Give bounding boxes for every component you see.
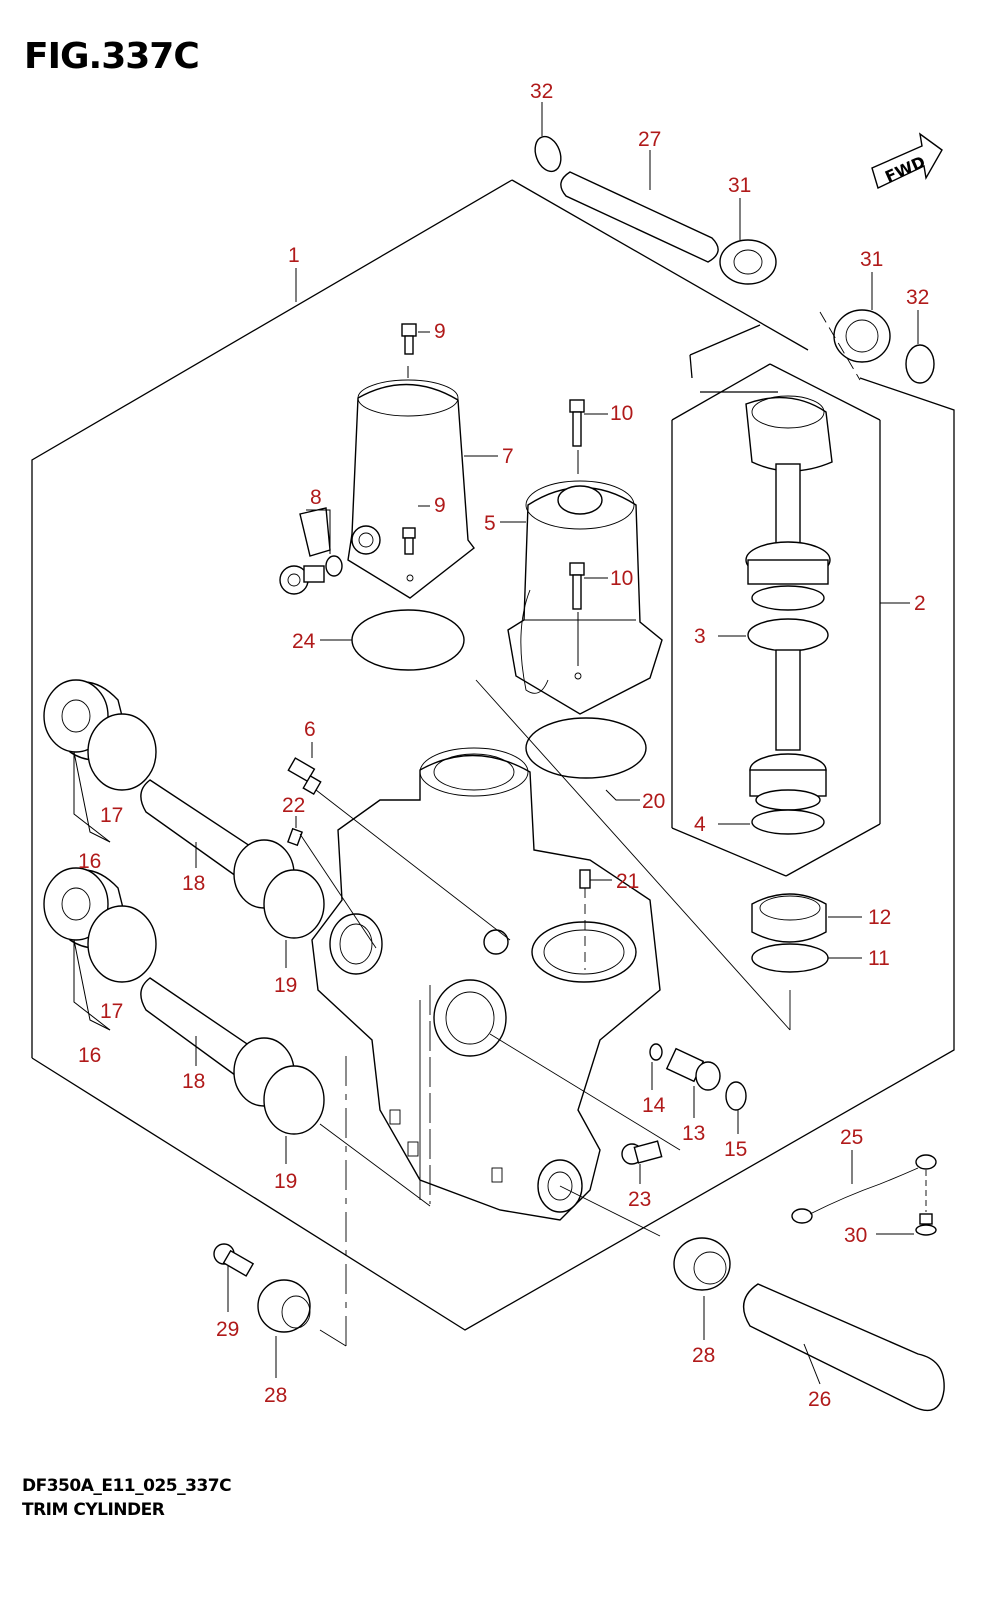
callout-22: 22 <box>282 794 305 817</box>
callout-28-left: 28 <box>264 1384 287 1407</box>
callout-19-lower: 19 <box>274 1170 297 1193</box>
circlip-15 <box>725 1081 747 1111</box>
callout-23: 23 <box>628 1188 651 1211</box>
o-ring-17-upper <box>87 713 157 791</box>
valve-6 <box>287 757 322 796</box>
bushing-28-left <box>257 1279 311 1333</box>
seal-12 <box>751 893 827 943</box>
pin-27 <box>560 171 719 263</box>
callout-8: 8 <box>310 486 322 509</box>
callout-6: 6 <box>304 718 316 741</box>
circlip-32-right <box>905 344 935 384</box>
o-ring-11 <box>751 943 829 973</box>
callout-25: 25 <box>840 1126 863 1149</box>
callout-labels: 1 2 3 4 5 6 7 8 9 9 10 10 11 12 13 14 15… <box>78 80 929 1411</box>
callout-32-right: 32 <box>906 286 929 309</box>
trim-rod-2 <box>671 363 881 877</box>
callout-10-top: 10 <box>610 402 633 425</box>
callout-1: 1 <box>288 244 300 267</box>
o-ring-17-lower <box>87 905 157 983</box>
o-ring-19-lower <box>263 1065 325 1135</box>
callout-21: 21 <box>616 870 639 893</box>
callout-17-lower: 17 <box>100 1000 123 1023</box>
valve-23 <box>621 1140 663 1165</box>
o-ring-4 <box>751 809 825 835</box>
ground-lead-25 <box>791 1154 937 1224</box>
o-ring-20 <box>525 717 647 779</box>
bolt-10-mid <box>569 562 585 610</box>
callout-31-upper: 31 <box>728 174 751 197</box>
callout-16-upper: 16 <box>78 850 101 873</box>
callout-18-lower: 18 <box>182 1070 205 1093</box>
bolt-9-mid <box>402 527 416 555</box>
pin-26 <box>742 1283 945 1412</box>
callout-20: 20 <box>642 790 665 813</box>
leader-lines <box>73 102 919 1385</box>
callout-30: 30 <box>844 1224 867 1247</box>
fwd-arrow-icon: FWD <box>871 132 943 189</box>
callout-7: 7 <box>502 445 514 468</box>
callout-31-right: 31 <box>860 248 883 271</box>
callout-9-mid: 9 <box>434 494 446 517</box>
pin-22 <box>287 827 303 847</box>
callout-2: 2 <box>914 592 926 615</box>
callout-11: 11 <box>868 947 890 970</box>
callout-28-right: 28 <box>692 1344 715 1367</box>
callout-24: 24 <box>292 630 316 653</box>
callout-32-left: 32 <box>530 80 553 103</box>
callout-18-upper: 18 <box>182 872 205 895</box>
o-ring-3 <box>747 618 829 652</box>
assembly-outline <box>31 179 955 1331</box>
callout-17-upper: 17 <box>100 804 123 827</box>
screw-21 <box>579 869 591 970</box>
bolt-9-top <box>401 323 417 355</box>
callout-15: 15 <box>724 1138 747 1161</box>
callout-19-upper: 19 <box>274 974 297 997</box>
screw-30 <box>915 1213 937 1236</box>
figure-title: FIG.337C <box>24 36 200 77</box>
callout-3: 3 <box>694 625 706 648</box>
figure-code: DF350A_E11_025_337C <box>22 1476 232 1496</box>
figure-name: TRIM CYLINDER <box>22 1500 165 1520</box>
top-pin-group <box>534 135 935 384</box>
bushing-31-right <box>833 309 891 363</box>
callout-16-lower: 16 <box>78 1044 101 1067</box>
bushing-28-right <box>673 1237 731 1291</box>
callout-10-mid: 10 <box>610 567 633 590</box>
valve-13 <box>665 1047 721 1091</box>
o-ring-24 <box>351 609 465 671</box>
bushing-31-upper <box>719 239 777 285</box>
callout-13: 13 <box>682 1122 705 1145</box>
bolt-29 <box>213 1243 255 1277</box>
callout-4: 4 <box>694 813 706 836</box>
o-ring-14 <box>649 1043 663 1061</box>
construction-lines <box>299 679 791 1347</box>
plug-8 <box>279 507 343 595</box>
bolt-10-top <box>569 399 585 447</box>
circlip-32-left <box>534 135 562 173</box>
callout-12: 12 <box>868 906 891 929</box>
callout-27: 27 <box>638 128 661 151</box>
callout-29: 29 <box>216 1318 239 1341</box>
motor-5 <box>507 480 663 715</box>
reservoir-7 <box>347 379 475 599</box>
callout-5: 5 <box>484 512 496 535</box>
callout-14: 14 <box>642 1094 666 1117</box>
callout-9-top: 9 <box>434 320 446 343</box>
callout-26: 26 <box>808 1388 831 1411</box>
o-ring-19-upper <box>263 869 325 939</box>
trim-cylinder-housing <box>311 747 661 1221</box>
